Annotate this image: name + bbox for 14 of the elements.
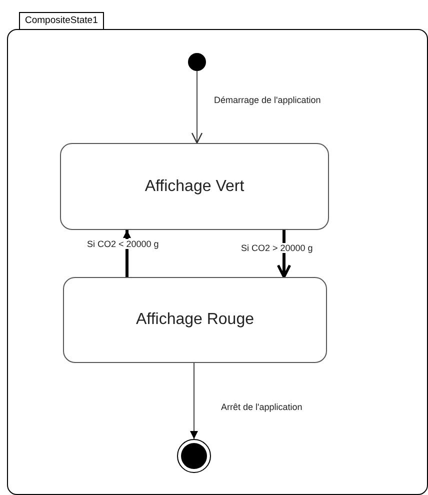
- transition-arrow: [276, 230, 292, 278]
- state-tab: CompositeState1: [19, 12, 104, 29]
- edge-label: Démarrage de l'application: [213, 95, 322, 105]
- state-name: Affichage Rouge: [136, 311, 254, 329]
- edge-label: Si CO2 < 20000 g: [86, 239, 160, 249]
- state-box: [63, 277, 327, 363]
- transition-arrow: [190, 362, 198, 440]
- edge-label: Si CO2 > 20000 g: [240, 243, 314, 253]
- initial-state: [188, 53, 206, 71]
- edge-label: Arrêt de l'application: [220, 402, 304, 412]
- state-name: Affichage Vert: [144, 178, 244, 196]
- final-state: [177, 439, 211, 473]
- transition-arrow: [191, 70, 203, 144]
- state-box: [60, 143, 329, 230]
